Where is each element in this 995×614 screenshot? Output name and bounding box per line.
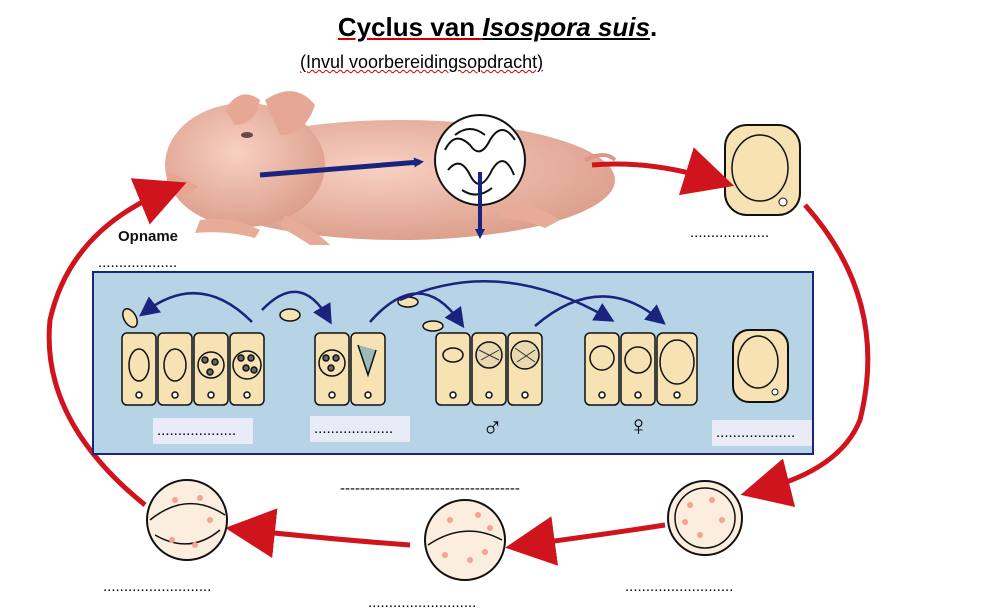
sporulating-oocyst-middle: [424, 499, 506, 581]
blank-bottom-right: ..........................: [625, 578, 734, 595]
red-arrow-3: [505, 516, 666, 566]
blank-oocyst-top: ...................: [690, 224, 770, 241]
blank-panel-3: ...................: [712, 420, 812, 446]
blank-bottom-middle: ..........................: [368, 594, 477, 611]
blank-opname: ...................: [98, 254, 178, 271]
red-arrow-1: [591, 147, 735, 196]
unsporulated-oocyst: [724, 124, 801, 216]
blank-panel-1: ...................: [153, 418, 253, 444]
intestine-icon: [434, 114, 526, 206]
sporulating-oocyst-right: [667, 480, 743, 556]
male-gamont-cells: [422, 320, 543, 406]
red-arrow-2: [740, 203, 871, 507]
red-arrow-4: [225, 508, 411, 559]
subtitle: (Invul voorbereidingsopdracht): [300, 52, 544, 72]
panel-arrows: [139, 280, 666, 329]
page-title: Cyclus van Isospora suis.: [0, 12, 995, 43]
male-symbol: ♂: [482, 412, 503, 443]
divider-line: ------------------------------------: [340, 480, 520, 497]
piglet-illustration: [165, 91, 617, 245]
panel-oocyst: [732, 329, 789, 403]
female-gamont-cells: [584, 332, 698, 406]
ingestion-arrow: [259, 157, 424, 178]
blank-panel-2: ...................: [310, 416, 410, 442]
sporulated-oocyst-left: [146, 479, 228, 561]
title-prefix: Cyclus van: [337, 12, 483, 42]
blank-bottom-left: ..........................: [103, 578, 212, 595]
title-species: Isospora suis: [482, 12, 650, 42]
opname-label-text: Opname: [118, 228, 179, 245]
title-suffix: .: [649, 12, 658, 42]
asexual-cells-1: [121, 308, 265, 406]
female-symbol: ♀: [628, 410, 649, 441]
